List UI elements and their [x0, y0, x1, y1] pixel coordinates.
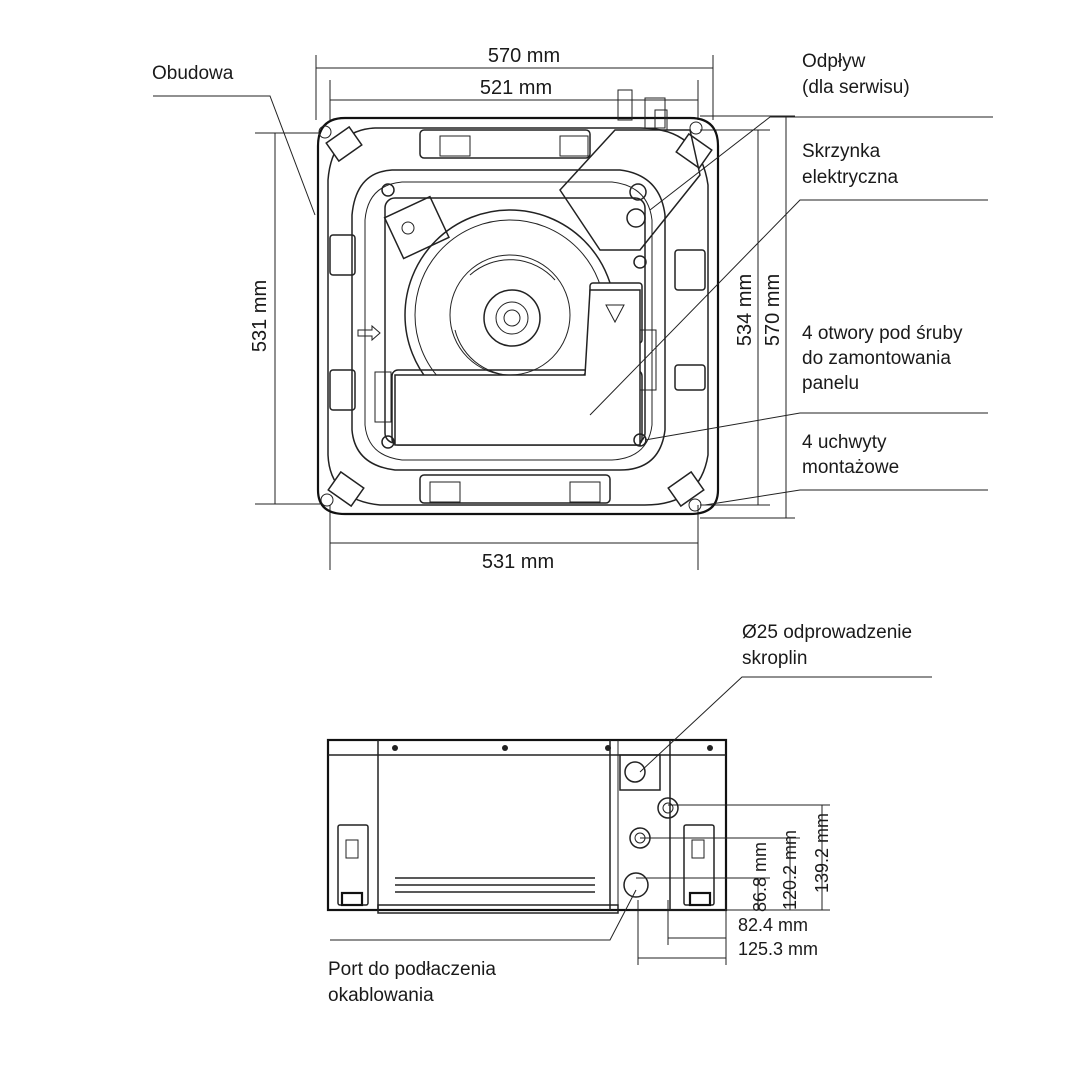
mounting-bracket-br: [667, 470, 705, 512]
label-drain-line2: (dla serwisu): [802, 77, 910, 98]
label-wiring-line1: Port do podłaczenia: [328, 959, 496, 980]
label-condensate-line1: Ø25 odprowadzenie: [742, 622, 912, 643]
condensate-port: [624, 761, 646, 783]
dimension-width-bottom: 531 mm: [329, 505, 699, 573]
label-holes-line1: 4 otwory pod śruby: [802, 323, 963, 344]
label-holes-line3: panelu: [802, 373, 859, 394]
dim-text-570-top: 570 mm: [488, 45, 560, 67]
dim-text-531-left: 531 mm: [249, 280, 271, 352]
label-ebox-line2: elektryczna: [802, 167, 899, 188]
dim-text-120-2: 120.2 mm: [780, 830, 800, 910]
dimension-height-right-inner: 534 mm: [700, 129, 770, 506]
label-housing: Obudowa: [152, 63, 234, 84]
dim-text-82-4: 82.4 mm: [738, 915, 808, 935]
mounting-bracket-tl: [318, 125, 363, 163]
dim-text-534: 534 mm: [734, 274, 756, 346]
dim-text-139-2: 139.2 mm: [812, 813, 832, 893]
label-hangers-line2: montażowe: [802, 457, 899, 478]
label-ebox-line1: Skrzynka: [802, 141, 881, 162]
screw-hole-bl: [381, 435, 395, 449]
dimension-width-outer: 570 mm: [315, 45, 714, 120]
electrical-box: [374, 282, 657, 446]
dim-text-125-3: 125.3 mm: [738, 939, 818, 959]
dim-text-531-bottom: 531 mm: [482, 551, 554, 573]
top-view: 570 mm 521 mm 531 mm 531 mm 534: [152, 45, 993, 573]
label-hangers-line1: 4 uchwyty: [802, 432, 887, 453]
leader-lines-top: [153, 95, 993, 506]
mounting-bracket-bl: [320, 470, 365, 508]
dimension-width-inner: 521 mm: [329, 77, 699, 120]
side-dimensions: 86.8 mm 120.2 mm 139.2 mm 82.4 mm 125.3 …: [630, 804, 832, 965]
leader-lines-side: [330, 676, 932, 941]
unit-body-top: [316, 89, 720, 516]
screw-hole-tl: [381, 183, 395, 197]
dim-text-521: 521 mm: [480, 77, 552, 99]
dim-text-86-8: 86.8 mm: [750, 842, 770, 912]
wiring-port: [623, 872, 649, 898]
side-view: 86.8 mm 120.2 mm 139.2 mm 82.4 mm 125.3 …: [326, 622, 932, 1006]
unit-body-side: [326, 738, 728, 914]
label-wiring-line2: okablowania: [328, 985, 434, 1006]
label-condensate-line2: skroplin: [742, 648, 807, 669]
dim-text-570-right: 570 mm: [762, 274, 784, 346]
dimension-height-left: 531 mm: [249, 132, 320, 505]
label-drain-line1: Odpływ: [802, 51, 866, 72]
label-holes-line2: do zamontowania: [802, 348, 951, 369]
screw-hole-tr: [633, 255, 647, 269]
dimension-height-right-outer: 570 mm: [700, 115, 795, 519]
